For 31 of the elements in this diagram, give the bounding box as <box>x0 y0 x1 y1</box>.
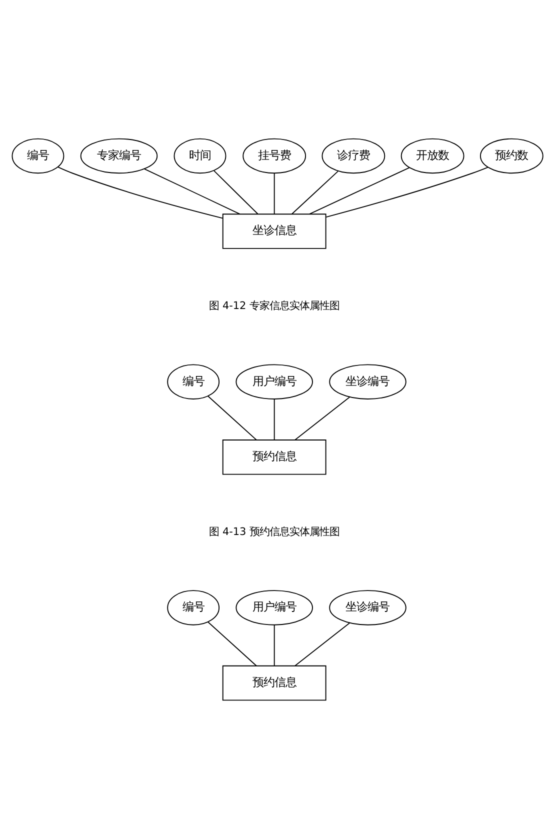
node-ellipse: 预约数 <box>480 138 544 174</box>
connector <box>291 170 339 214</box>
node-ellipse: 挂号费 <box>242 138 306 174</box>
connector <box>294 396 350 440</box>
connector <box>274 172 275 214</box>
node-ellipse: 用户编号 <box>236 364 313 400</box>
label: 图 4-12 专家信息实体属性图 <box>209 300 340 312</box>
node-ellipse: 编号 <box>12 138 64 174</box>
connector <box>274 624 275 666</box>
node-ellipse: 诊疗费 <box>322 138 386 174</box>
node-ellipse: 坐诊编号 <box>329 590 406 626</box>
connector <box>213 170 258 214</box>
node-box: 预约信息 <box>222 665 326 701</box>
node-box: 预约信息 <box>222 440 326 475</box>
connector <box>274 398 275 440</box>
label: 图 4-13 预约信息实体属性图 <box>209 526 340 538</box>
connector <box>208 622 257 666</box>
connector <box>308 167 410 214</box>
connector <box>58 166 223 219</box>
connector <box>208 396 257 440</box>
node-box: 坐诊信息 <box>222 214 326 249</box>
connector <box>144 168 240 214</box>
connector <box>294 622 350 666</box>
node-ellipse: 时间 <box>174 138 226 174</box>
node-ellipse: 用户编号 <box>236 590 313 626</box>
node-ellipse: 专家编号 <box>80 138 158 174</box>
node-ellipse: 开放数 <box>400 138 464 174</box>
node-ellipse: 编号 <box>167 364 220 400</box>
node-ellipse: 编号 <box>167 590 220 626</box>
node-ellipse: 坐诊编号 <box>329 364 406 400</box>
connector <box>326 166 488 218</box>
